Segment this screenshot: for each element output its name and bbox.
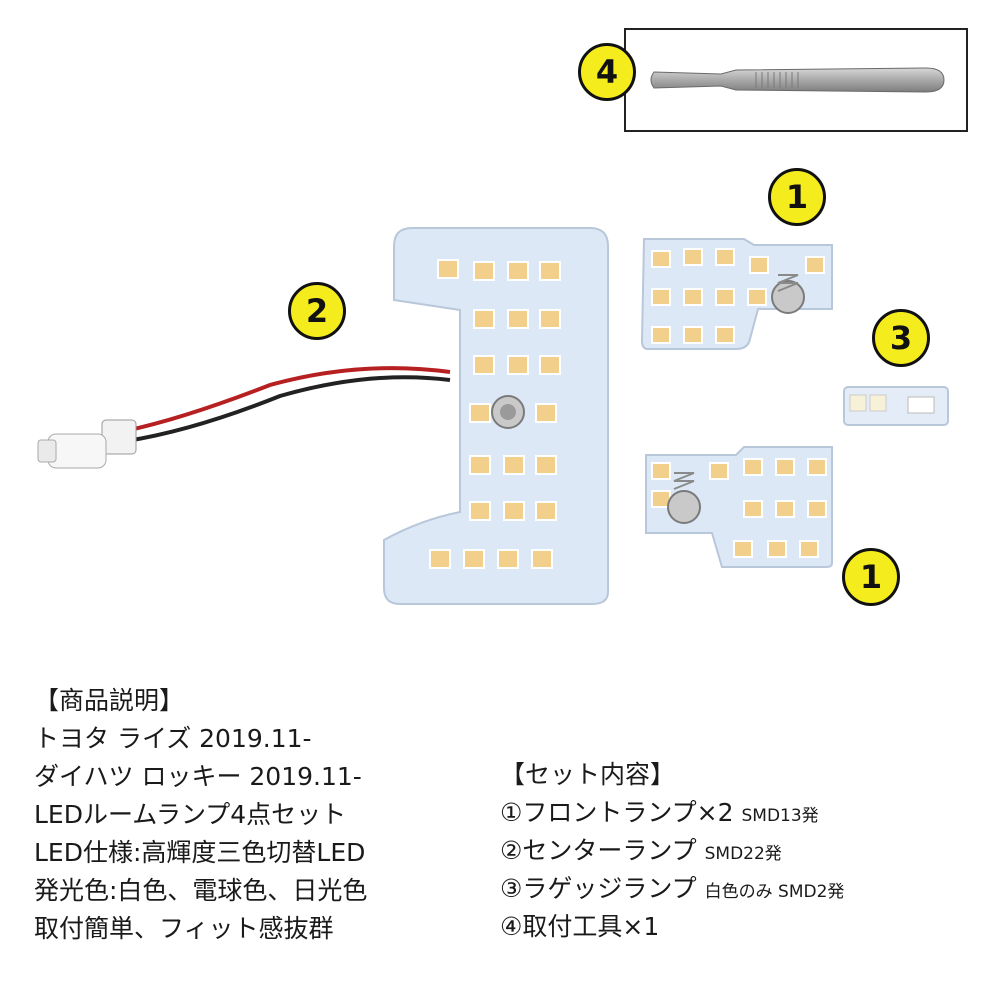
badge-center-lamp: 2 (288, 282, 346, 340)
badge-front-lamp-top: 1 (768, 168, 826, 226)
set-item-label: ④取付工具×1 (500, 912, 660, 941)
set-item-label: ③ラゲッジランプ (500, 874, 697, 903)
set-contents-heading: 【セット内容】 (500, 760, 676, 789)
badge-luggage-lamp: 3 (872, 309, 930, 367)
trim-tool-image (650, 67, 945, 93)
badge-tool: 4 (578, 43, 636, 101)
set-item-label: ②センターランプ (500, 836, 697, 865)
description-line: 発光色:白色、電球色、日光色 (34, 876, 368, 905)
set-item-label: ①フロントランプ×2 (500, 798, 734, 827)
set-contents: 【セット内容】 ①フロントランプ×2 SMD13発 ②センターランプ SMD22… (500, 756, 844, 946)
product-description: 【商品説明】 トヨタ ライズ 2019.11- ダイハツ ロッキー 2019.1… (34, 682, 367, 948)
description-line: トヨタ ライズ 2019.11- (34, 724, 312, 753)
badge-front-lamp-bottom: 1 (842, 548, 900, 606)
set-item: ③ラゲッジランプ 白色のみ SMD2発 (500, 870, 844, 908)
tool-frame (624, 28, 968, 132)
set-item: ①フロントランプ×2 SMD13発 (500, 794, 844, 832)
set-item-note: SMD22発 (704, 844, 782, 864)
front-lamp-bottom-image (645, 446, 833, 568)
description-line: LEDルームランプ4点セット (34, 800, 347, 829)
set-item-note: SMD13発 (741, 806, 819, 826)
description-line: 取付簡単、フィット感抜群 (34, 914, 334, 943)
description-heading: 【商品説明】 (34, 686, 185, 715)
product-photo: 4 2 (37, 28, 968, 606)
set-item: ④取付工具×1 (500, 908, 844, 946)
set-item: ②センターランプ SMD22発 (500, 832, 844, 870)
set-item-note: 白色のみ SMD2発 (704, 882, 845, 902)
description-line: ダイハツ ロッキー 2019.11- (34, 762, 362, 791)
description-line: LED仕様:高輝度三色切替LED (34, 838, 366, 867)
luggage-lamp-image (843, 386, 949, 426)
front-lamp-top-image (640, 238, 833, 350)
